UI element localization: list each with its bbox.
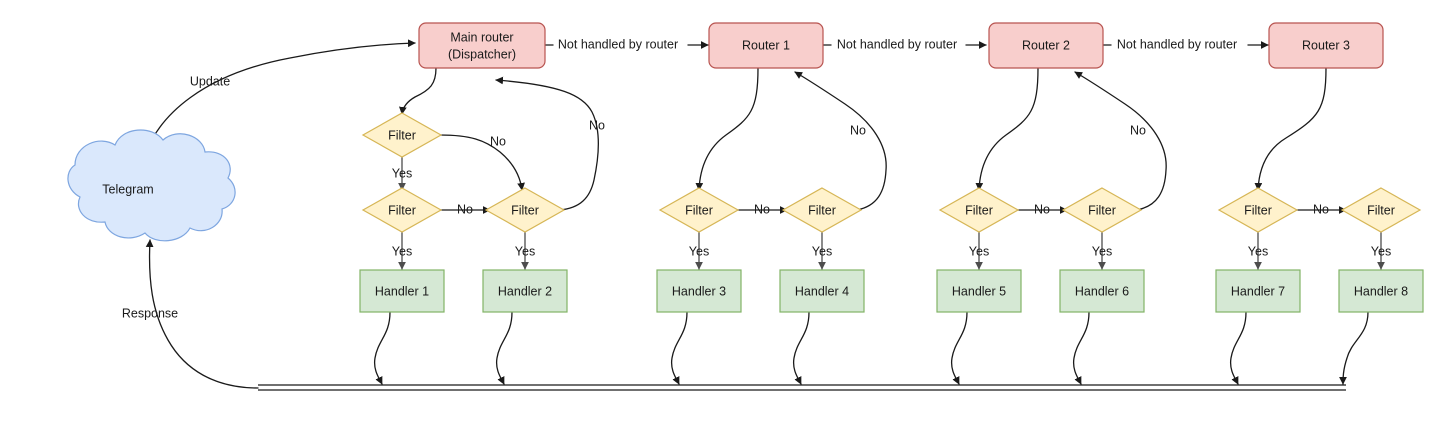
label-no-r1-chain: No (754, 202, 770, 216)
edge-filter2-no-back (495, 76, 599, 211)
node-filter-main-top[interactable]: Filter (361, 112, 443, 158)
label-not-handled-3: Not handled by router (1117, 37, 1237, 51)
node-handler-3[interactable]: Handler 3 (656, 269, 742, 313)
edge-handler2-to-bus (495, 311, 513, 385)
filter-1-label: Filter (388, 203, 416, 217)
label-yes-7: Yes (1092, 244, 1112, 258)
filter-6-label: Filter (1088, 203, 1116, 217)
edge-update (139, 39, 416, 176)
label-not-handled-2: Not handled by router (837, 37, 957, 51)
handler-2-label: Handler 2 (498, 284, 552, 298)
main-router-label-line2: (Dispatcher) (448, 47, 516, 61)
edge-mainrouter-to-filter-top (399, 67, 437, 115)
filter-8-label: Filter (1367, 203, 1395, 217)
edge-handler7-to-bus (1229, 311, 1247, 385)
label-yes-3: Yes (515, 244, 535, 258)
edge-handler1-to-bus (373, 311, 391, 385)
filter-main-top-label: Filter (388, 128, 416, 142)
filter-2-label: Filter (511, 203, 539, 217)
handler-4-label: Handler 4 (795, 284, 849, 298)
router-1-label: Router 1 (742, 38, 790, 52)
cloud-label: Telegram (102, 182, 153, 196)
label-yes-5: Yes (812, 244, 832, 258)
filter-4-label: Filter (808, 203, 836, 217)
label-yes-1: Yes (392, 166, 412, 180)
filter-7-label: Filter (1244, 203, 1272, 217)
label-no-main-back: No (589, 118, 605, 132)
label-no-r2-chain: No (1034, 202, 1050, 216)
label-no-main-top: No (490, 134, 506, 148)
node-handler-1[interactable]: Handler 1 (359, 269, 445, 313)
node-handler-2[interactable]: Handler 2 (482, 269, 568, 313)
label-no-r2-back: No (1130, 123, 1146, 137)
label-response: Response (122, 306, 178, 320)
label-not-handled-1: Not handled by router (558, 37, 678, 51)
router-2-label: Router 2 (1022, 38, 1070, 52)
edge-filter-main-top-no (439, 134, 525, 191)
edge-handler4-to-bus (792, 311, 810, 385)
edge-handler5-to-bus (950, 311, 968, 385)
node-handler-4[interactable]: Handler 4 (779, 269, 865, 313)
handler-7-label: Handler 7 (1231, 284, 1285, 298)
node-filter-7[interactable]: Filter (1217, 187, 1299, 233)
label-no-main-chain: No (457, 202, 473, 216)
node-filter-4[interactable]: Filter (781, 187, 863, 233)
handler-8-label: Handler 8 (1354, 284, 1408, 298)
edge-handler3-to-bus (670, 311, 688, 385)
node-handler-7[interactable]: Handler 7 (1215, 269, 1301, 313)
node-filter-5[interactable]: Filter (938, 187, 1020, 233)
label-yes-4: Yes (689, 244, 709, 258)
edge-router3-to-filter7 (1254, 67, 1327, 191)
node-filter-1[interactable]: Filter (361, 187, 443, 233)
filter-5-label: Filter (965, 203, 993, 217)
edge-filter6-no-back (1074, 71, 1167, 211)
node-handler-5[interactable]: Handler 5 (936, 269, 1022, 313)
edge-handler8-to-bus (1339, 311, 1369, 385)
node-filter-2[interactable]: Filter (484, 187, 566, 233)
handler-1-label: Handler 1 (375, 284, 429, 298)
handler-3-label: Handler 3 (672, 284, 726, 298)
node-router-1[interactable]: Router 1 (708, 22, 824, 69)
label-yes-6: Yes (969, 244, 989, 258)
node-handler-8[interactable]: Handler 8 (1338, 269, 1424, 313)
edge-router1-to-filter3 (695, 67, 759, 191)
node-router-3[interactable]: Router 3 (1268, 22, 1384, 69)
filter-3-label: Filter (685, 203, 713, 217)
node-router-2[interactable]: Router 2 (988, 22, 1104, 69)
main-router-label-line1: Main router (450, 30, 513, 44)
router-3-label: Router 3 (1302, 38, 1350, 52)
label-yes-8: Yes (1248, 244, 1268, 258)
label-update: Update (190, 74, 230, 88)
edge-router2-to-filter5 (975, 67, 1039, 191)
handler-6-label: Handler 6 (1075, 284, 1129, 298)
handler-5-label: Handler 5 (952, 284, 1006, 298)
telegram-cloud[interactable]: Telegram (67, 129, 236, 242)
node-main-router[interactable]: Main router (Dispatcher) (418, 22, 546, 69)
label-no-r3-chain: No (1313, 202, 1329, 216)
edge-filter4-no-back (794, 71, 887, 211)
label-no-r1-back: No (850, 123, 866, 137)
node-filter-3[interactable]: Filter (658, 187, 740, 233)
node-filter-8[interactable]: Filter (1340, 187, 1422, 233)
edge-response (145, 239, 259, 389)
node-handler-6[interactable]: Handler 6 (1059, 269, 1145, 313)
label-yes-9: Yes (1371, 244, 1391, 258)
label-yes-2: Yes (392, 244, 412, 258)
edge-handler6-to-bus (1072, 311, 1090, 385)
node-filter-6[interactable]: Filter (1061, 187, 1143, 233)
